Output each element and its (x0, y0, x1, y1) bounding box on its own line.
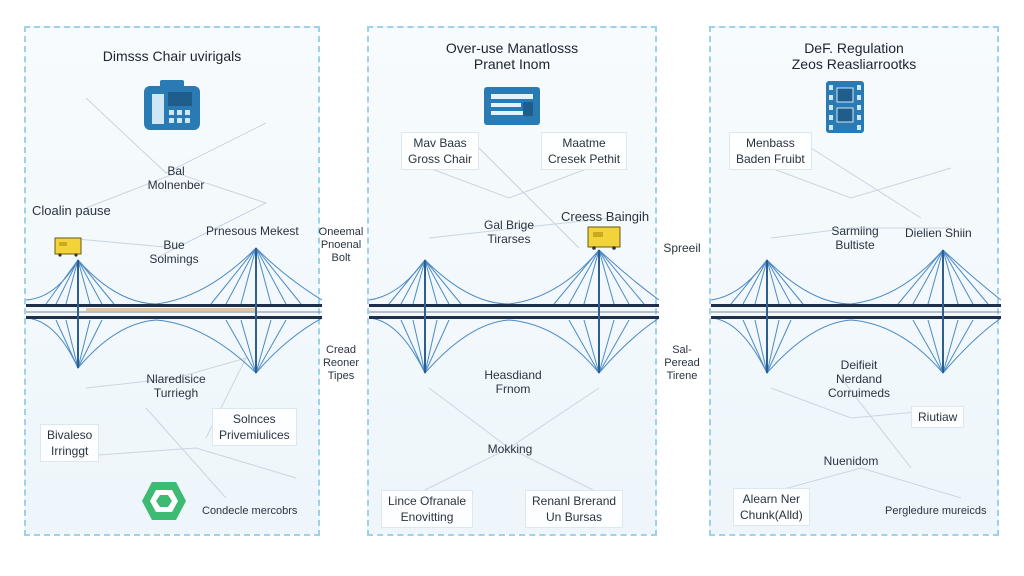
panel-over-use-manatlosss: Over-use Manatlosss Pranet Inom Mav Baas… (367, 26, 659, 536)
label-cread-reoner-tipes: Cread Reoner Tipes (322, 344, 360, 382)
box-maatme-cresek-pethit: Maatme Cresek Pethit (541, 132, 628, 170)
label-nlaredisice-turriegh: Nlaredisice Turriegh (146, 372, 206, 400)
label-creess-baingih: Creess Baingih (561, 209, 650, 224)
label-deifieit-nerdand-corruimeds: Deifieit Nerdand Corruimeds (827, 358, 890, 400)
label-nuenidom: Nuenidom (823, 454, 879, 468)
panel-2-subtitle: Pranet Inom (473, 56, 551, 72)
label-heasdiand-frnom: Heasdiand Frnom (484, 368, 542, 396)
label-oneemal-pnoenal-bolt: Oneemal Pnoenal Bolt (318, 226, 364, 264)
panel-3-subtitle: Zeos Reasliarrootks (791, 56, 917, 72)
label-pergledure-mureicds: Pergledure mureicds (885, 505, 987, 517)
box-alearn-ner-chunk: Alearn Ner Chunk(Alld) (733, 488, 810, 526)
suspension-bridge-diagram (711, 249, 1001, 374)
hexagon-logo-icon (142, 482, 186, 520)
box-mav-baas-gross-chair: Mav Baas Gross Chair (401, 132, 480, 170)
label-mokking: Mokking (487, 442, 533, 456)
box-riutiaw: Riutiaw (911, 406, 965, 428)
label-spreeil: Spreeil (663, 241, 701, 255)
panel-dimsss-chair: Dimsss Chair uvirigals Bal Molnenber Clo… (24, 26, 322, 536)
label-bue-solmings: Bue Solmings (149, 238, 199, 266)
yellow-crate-icon (587, 226, 621, 250)
label-condecle-mercobrs: Condecle mercobrs (202, 505, 298, 517)
panel-3-title: DeF. Regulation (804, 40, 904, 56)
box-solnces-privemiulices: Solnces Privemiulices (212, 408, 297, 446)
label-prnesous-mekest: Prnesous Mekest (206, 224, 299, 238)
suspension-bridge-diagram (26, 247, 322, 374)
label-bal-molnenber: Bal Molnenber (147, 164, 205, 192)
box-lince-ofranale-enovitting: Lince Ofranale Enovitting (381, 490, 474, 528)
suspension-bridge-diagram (369, 249, 659, 374)
box-bivaleso-irringgt: Bivaleso Irringgt (40, 424, 100, 462)
panel-def-regulation: DeF. Regulation Zeos Reasliarrootks Menb… (709, 26, 1001, 536)
calculator-icon (144, 80, 200, 130)
panel-2-title: Over-use Manatlosss (445, 40, 579, 56)
label-sarmiing-bultiste: Sarmiing Bultiste (831, 224, 879, 252)
label-cloalin-pause: Cloalin pause (32, 203, 111, 218)
label-sal-peread-tirene: Sal- Peread Tirene (664, 344, 700, 382)
yellow-crate-icon (54, 237, 82, 257)
label-dielien-shiin: Dielien Shiin (905, 226, 972, 240)
panel-1-title: Dimsss Chair uvirigals (102, 48, 242, 64)
label-gal-brige-tirarses: Gal Brige Tirarses (483, 218, 535, 246)
box-renanl-brerand-un-bursas: Renanl Brerand Un Bursas (525, 490, 624, 528)
film-strip-icon (826, 81, 864, 133)
document-icon (484, 87, 540, 125)
box-menbass-baden-fruibt: Menbass Baden Fruibt (729, 132, 812, 170)
